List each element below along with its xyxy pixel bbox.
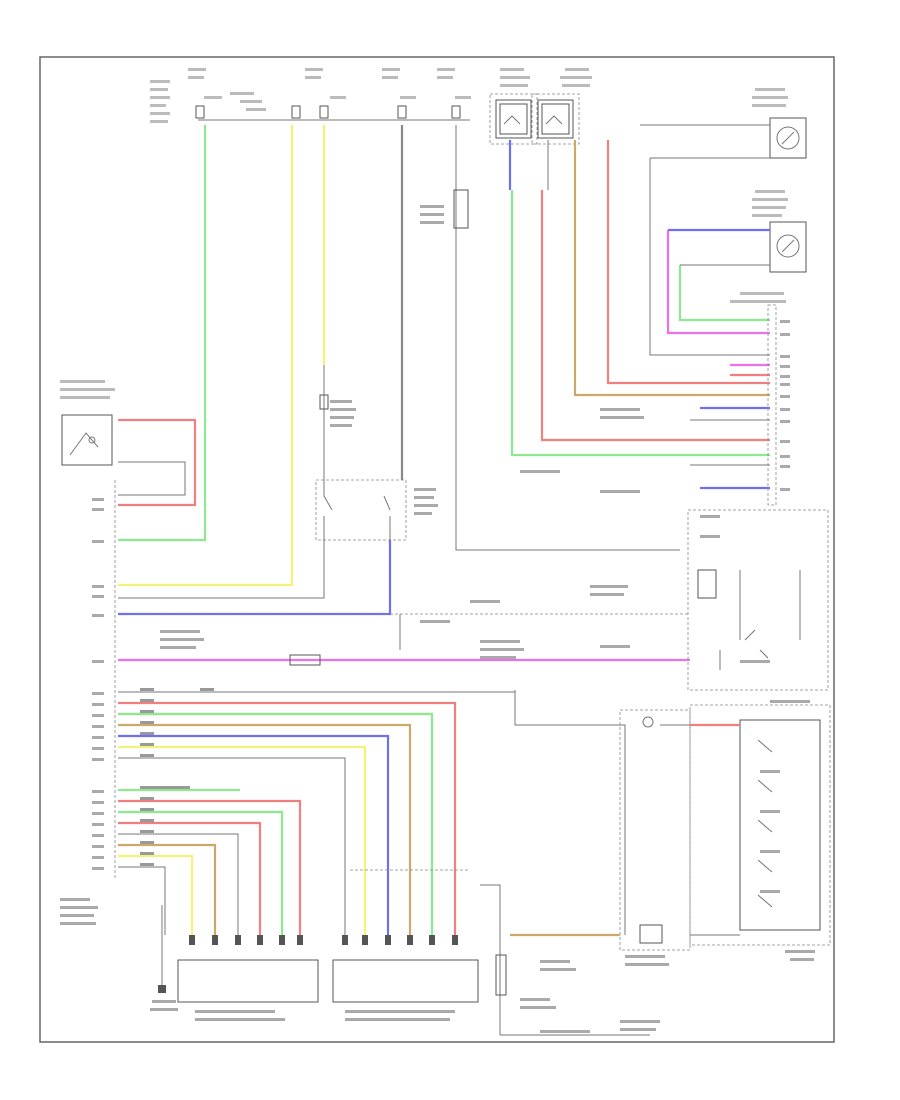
wire-green-bottom-3 xyxy=(118,810,284,935)
lower-center-relay xyxy=(619,709,691,966)
sensor-box-upper xyxy=(769,117,807,159)
wire-yellow-vertical-1 xyxy=(118,125,294,587)
wire-gray-right-lower xyxy=(690,419,770,466)
wire-blue-bottom-1 xyxy=(118,734,390,935)
sensor-box-lower xyxy=(769,221,807,273)
wire-gray-left xyxy=(118,461,186,496)
right-lower-module xyxy=(687,509,829,691)
top-source-labels xyxy=(150,68,788,303)
bottom-connector-pins xyxy=(189,935,458,945)
wire-yellow-bottom-2 xyxy=(118,854,194,935)
wire-gray-bottom-4 xyxy=(118,866,166,935)
resistor-magenta xyxy=(289,654,321,666)
wire-yellow-bottom-1 xyxy=(118,745,367,935)
bottom-connector-right xyxy=(332,959,479,1021)
bottom-connector-left xyxy=(177,959,319,1021)
fuse-row xyxy=(195,105,470,121)
switch-labels-center xyxy=(330,400,438,515)
ground-center xyxy=(480,884,660,1036)
lower-right-switch-module xyxy=(689,700,831,961)
wire-red-bottom-3 xyxy=(118,799,302,935)
wire-red-bottom-1 xyxy=(118,701,457,935)
ecu-left-pins xyxy=(60,498,104,925)
wire-gray-bottom-2 xyxy=(118,757,346,935)
left-sensor xyxy=(60,380,115,466)
wire-blue-switch xyxy=(118,540,392,616)
wire-green-sensor xyxy=(678,265,770,322)
diagram-frame xyxy=(39,56,835,1043)
wire-green-bottom-1 xyxy=(118,712,434,935)
ground-left xyxy=(150,905,178,1011)
switch-block xyxy=(118,479,407,599)
right-module-connector xyxy=(520,304,790,506)
wire-red-right-1 xyxy=(606,140,770,385)
wire-gray-bottom-3 xyxy=(118,833,239,935)
wire-tan-bottom-2 xyxy=(118,843,217,935)
bottom-bus-labels xyxy=(140,688,214,866)
center-resistor xyxy=(319,394,329,410)
center-fuse-relay xyxy=(420,189,469,229)
motor-box-right xyxy=(531,93,580,145)
wire-magenta-sensor xyxy=(666,230,770,335)
wire-red-right-2 xyxy=(540,190,770,442)
wire-red-left-loop xyxy=(118,418,197,507)
wire-green-vertical xyxy=(118,125,207,542)
motor-box-left xyxy=(489,93,538,145)
mid-row-labels xyxy=(160,585,630,659)
wire-green-right xyxy=(510,190,770,457)
wire-gray-vertical-2 xyxy=(455,125,680,551)
wire-tan-right xyxy=(573,140,770,397)
wire-tan-bottom-1 xyxy=(118,723,412,935)
wire-gray-lower-right xyxy=(514,690,740,936)
wire-red-bottom-4 xyxy=(118,821,262,935)
wire-gray-sensor-1 xyxy=(649,158,770,356)
